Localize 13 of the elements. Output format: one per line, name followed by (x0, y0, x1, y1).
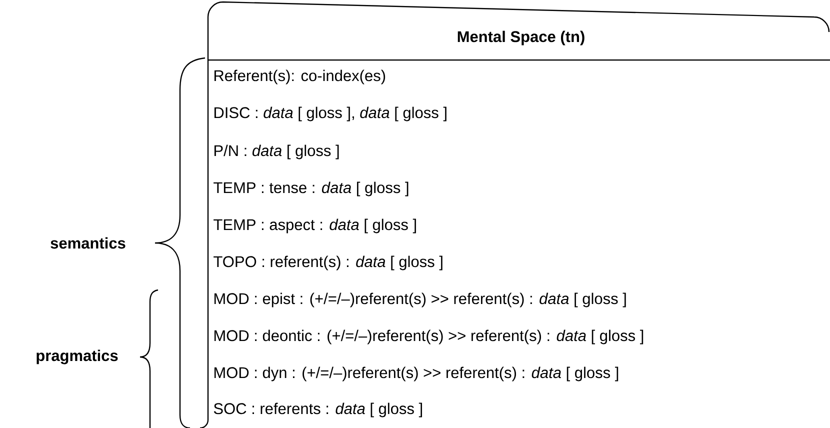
header-text: Mental Space (tn) (458, 30, 584, 46)
bracket-label: pragmatics (36, 350, 118, 364)
row-text: MOD : deontic : (+/=/–)referent(s) >> referent(s) : data [ gloss ] (214, 330, 644, 344)
row-text: P/N : data [ gloss ] (214, 144, 339, 160)
row-text: Referent(s): co-index(es) (214, 70, 386, 84)
row-text: SOC : referents : data [ gloss ] (214, 402, 422, 418)
row-text: TEMP : tense : data [ gloss ] (214, 182, 408, 196)
row-text: MOD : epist : (+/=/–)referent(s) >> referent(s) : data [ gloss ] (214, 292, 626, 308)
row-text: TOPO : referent(s) : data [ gloss ] (214, 256, 442, 270)
row-text: TEMP : aspect : data [ gloss ] (214, 218, 416, 234)
row-text: MOD : dyn : (+/=/–)referent(s) >> referent(s) : data [ gloss ] (214, 366, 618, 382)
bracket-label: semantics (50, 237, 126, 249)
row-text: DISC : data [ gloss ], data [ gloss ] (214, 106, 446, 122)
